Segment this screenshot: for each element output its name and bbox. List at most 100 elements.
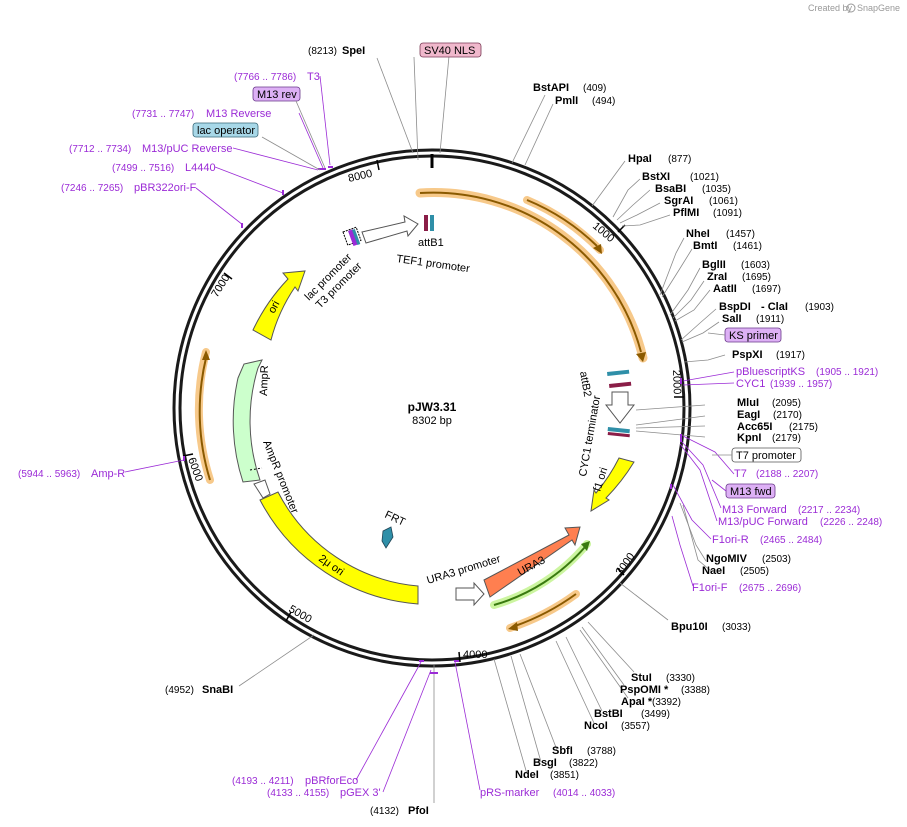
svg-text:pBRforEco: pBRforEco [305,775,358,787]
primer-m13-puc-forward[interactable]: M13/pUC Forward(2226 .. 2248) [718,516,882,528]
enzyme-bspdi-clai[interactable]: BspDI- ClaI(1903) [719,301,834,313]
enzyme-ncoi[interactable]: NcoI(3557) [584,720,650,732]
enzyme-ndei[interactable]: NdeI(3851) [515,769,579,781]
enzyme-bmti[interactable]: BmtI(1461) [693,240,762,252]
primer-pbr322ori-f[interactable]: (7246 .. 7265)pBR322ori-F [61,182,197,194]
feature-ori[interactable]: ori [252,270,306,341]
svg-text:(3392): (3392) [652,697,681,708]
enzyme-pspxi[interactable]: PspXI(1917) [732,349,805,361]
primer-pbrforeco[interactable]: (4193 .. 4211)pBRforEco [232,775,358,787]
enzyme-snabi[interactable]: (4952)SnaBI [165,684,233,696]
box-ks-primer[interactable]: KS primer [724,327,782,343]
feature-tef1-promoter[interactable]: TEF1 promoter [361,215,471,275]
svg-text:CYC1: CYC1 [736,378,765,390]
enzyme-zrai[interactable]: ZraI(1695) [707,271,771,283]
enzyme-pmli[interactable]: PmlI (494) [555,95,615,107]
svg-text:(2465 .. 2484): (2465 .. 2484) [760,535,822,546]
box-sv40-nls[interactable]: SV40 NLS [419,42,482,58]
svg-text:(494): (494) [592,96,615,107]
orf-arc-inner-right [523,196,604,254]
svg-text:Amp-R: Amp-R [91,468,125,480]
enzyme-sali[interactable]: SalI(1911) [722,313,784,325]
feature-2mu-ori[interactable]: 2μ ori [259,491,419,605]
feature-ampr[interactable]: AmpR [232,359,271,483]
primer-pbluescriptks[interactable]: pBluescriptKS(1905 .. 1921) [736,366,878,378]
feature-lac-promoter[interactable]: lac promoter T3 promoter [303,226,365,311]
enzyme-bstapi[interactable]: BstAPI(409) [533,82,606,94]
primer-cyc1[interactable]: CYC1(1939 .. 1957) [736,378,832,390]
primer-amp-r[interactable]: (5944 .. 5963)Amp-R [18,468,125,480]
box-t7-promoter[interactable]: T7 promoter [731,447,802,463]
primer-prs-marker[interactable]: pRS-marker(4014 .. 4033) [480,787,615,799]
feature-f1-ori[interactable]: f1 ori [590,457,635,512]
enzyme-bstbi[interactable]: BstBI (3499) [594,708,670,720]
svg-text:(2505): (2505) [740,566,769,577]
svg-text:NaeI: NaeI [702,565,725,577]
enzyme-bpu10i[interactable]: Bpu10I(3033) [671,621,751,633]
orf-arc-green-ura3 [490,540,591,609]
svg-text:(3822): (3822) [569,758,598,769]
svg-text:(2226 .. 2248): (2226 .. 2248) [820,517,882,528]
box-m13-fwd[interactable]: M13 fwd [725,483,776,499]
enzyme-kpni[interactable]: KpnI(2179) [737,432,801,444]
svg-text:BstBI: BstBI [594,708,623,720]
enzyme-naei[interactable]: NaeI (2505) [702,565,769,577]
svg-text:(2095): (2095) [772,398,801,409]
box-lac-operator[interactable]: lac operator [192,122,259,138]
enzyme-bstxi[interactable]: BstXI(1021) [642,171,719,183]
enzyme-sbfi[interactable]: SbfI(3788) [552,745,616,757]
feature-attb1[interactable]: attB1 [418,215,444,249]
svg-text:PmlI: PmlI [555,95,578,107]
primer-m13-forward[interactable]: M13 Forward(2217 .. 2234) [722,504,860,516]
enzyme-apai[interactable]: ApaI *(3392) [621,696,681,708]
enzyme-leaders [238,55,726,803]
enzyme-hpai[interactable]: HpaI(877) [628,153,691,165]
enzyme-pfoi[interactable]: (4132)PfoI [370,805,429,817]
svg-text:pBluescriptKS: pBluescriptKS [736,366,805,378]
enzyme-stui[interactable]: StuI(3330) [631,672,695,684]
feature-frt[interactable]: FRT [381,509,407,549]
enzyme-pflmi[interactable]: PflMI(1091) [673,207,742,219]
tick-3000: 3000 [614,551,638,578]
primer-t3[interactable]: (7766 .. 7786)T3 [234,71,320,83]
enzyme-nhei[interactable]: NheI(1457) [686,228,755,240]
primer-f1ori-r[interactable]: F1ori-R(2465 .. 2484) [712,534,822,546]
primer-m13-puc-reverse[interactable]: (7712 .. 7734)M13/pUC Reverse [69,143,232,155]
svg-text:(2503): (2503) [762,554,791,565]
enzyme-sgrai[interactable]: SgrAI(1061) [664,195,738,207]
svg-text:M13 fwd: M13 fwd [730,486,772,498]
enzyme-bglii[interactable]: BglII(1603) [702,259,770,271]
enzyme-acc65i[interactable]: Acc65I(2175) [737,421,818,433]
enzyme-eagi[interactable]: EagI(2170) [737,409,802,421]
enzyme-spei[interactable]: (8213)SpeI [308,45,365,57]
svg-text:M13 rev: M13 rev [257,89,297,101]
primer-t7[interactable]: T7(2188 .. 2207) [734,468,818,480]
svg-text:(3851): (3851) [550,770,579,781]
svg-text:attB2: attB2 [577,370,593,397]
backbone-outer-ring [172,148,692,668]
svg-text:(1603): (1603) [741,260,770,271]
svg-text:pGEX 3': pGEX 3' [340,787,381,799]
enzyme-ngomiv[interactable]: NgoMIV(2503) [706,553,791,565]
box-m13-rev[interactable]: M13 rev [252,86,301,102]
svg-text:ori: ori [266,299,282,315]
svg-text:(3499): (3499) [641,709,670,720]
enzyme-bsgi[interactable]: BsgI(3822) [533,757,598,769]
enzyme-aatii[interactable]: AatII(1697) [713,283,781,295]
primer-l4440[interactable]: (7499 .. 7516)L4440 [112,162,216,174]
svg-text:lac operator: lac operator [197,125,255,137]
svg-text:(1091): (1091) [713,208,742,219]
svg-text:(1035): (1035) [702,184,731,195]
feature-attb2[interactable]: attB2 [577,369,632,398]
svg-text:(8213): (8213) [308,46,337,57]
enzyme-bsabi[interactable]: BsaBI(1035) [655,183,731,195]
primer-pgex3[interactable]: (4133 .. 4155)pGEX 3' [267,787,381,799]
primer-f1ori-f[interactable]: F1ori-F(2675 .. 2696) [692,582,801,594]
svg-text:(7246 .. 7265): (7246 .. 7265) [61,183,123,194]
svg-text:NheI: NheI [686,228,710,240]
svg-text:BspDI: BspDI [719,301,751,313]
enzyme-mlui[interactable]: MluI(2095) [737,397,801,409]
primer-m13-reverse[interactable]: (7731 .. 7747)M13 Reverse [132,108,271,120]
enzyme-psppomi[interactable]: PspOMI *(3388) [620,684,710,696]
